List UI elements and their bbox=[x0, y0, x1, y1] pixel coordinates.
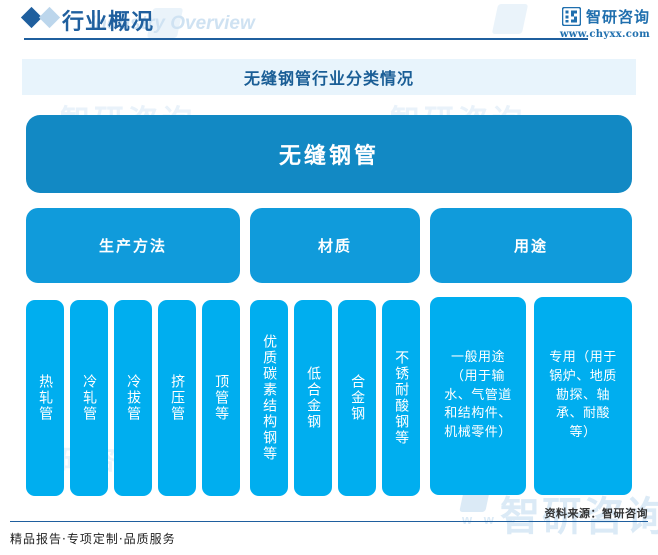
watermark-www: w w w bbox=[462, 512, 520, 527]
tree-leaf-node: 不锈耐酸钢等 bbox=[382, 300, 420, 496]
diamond-icon bbox=[38, 6, 61, 29]
tree-leaf-node: 一般用途（用于输水、气管道和结构件、机械零件） bbox=[430, 297, 526, 495]
tree-category-node-usage: 用途 bbox=[430, 208, 632, 283]
tree-leaf-node: 冷拔管 bbox=[114, 300, 152, 496]
chart-title-text: 无缝钢管行业分类情况 bbox=[243, 69, 414, 88]
tree-category-node-production: 生产方法 bbox=[26, 208, 240, 283]
tree-leaf-node: 合金钢 bbox=[338, 300, 376, 496]
tree-category-node-material: 材质 bbox=[250, 208, 420, 283]
brand-url[interactable]: www.chyxx.com bbox=[559, 29, 650, 40]
footer-divider bbox=[10, 521, 648, 522]
tree-leaf-node: 优质碳素结构钢等 bbox=[250, 300, 288, 496]
brand-name: 智研咨询 bbox=[585, 8, 650, 26]
tree-leaf-node: 专用（用于锅炉、地质勘探、轴承、耐酸等） bbox=[534, 297, 632, 495]
tree-leaf-node: 挤压管 bbox=[158, 300, 196, 496]
brand-logo-row: 智研咨询 bbox=[560, 6, 650, 27]
chart-title-bar: 无缝钢管行业分类情况 bbox=[22, 59, 636, 95]
tree-leaf-node: 低合金钢 bbox=[294, 300, 332, 496]
tree-leaf-node: 热轧管 bbox=[26, 300, 64, 496]
source-note: 资料来源：智研咨询 bbox=[544, 507, 648, 520]
footer-tagline: 精品报告·专项定制·品质服务 bbox=[10, 532, 176, 546]
header-diamond-group bbox=[20, 6, 61, 29]
header-title: Industry Overview 行业概况 bbox=[62, 4, 255, 36]
tree-leaf-node: 冷轧管 bbox=[70, 300, 108, 496]
brand-logo[interactable]: 智研咨询 www.chyxx.com bbox=[560, 6, 650, 40]
tree-leaf-node: 顶管等 bbox=[202, 300, 240, 496]
header-title-cn: 行业概况 bbox=[62, 9, 155, 35]
zhiyan-logo-icon bbox=[561, 7, 581, 26]
header-divider bbox=[24, 38, 588, 40]
tree-root-node: 无缝钢管 bbox=[26, 115, 632, 193]
